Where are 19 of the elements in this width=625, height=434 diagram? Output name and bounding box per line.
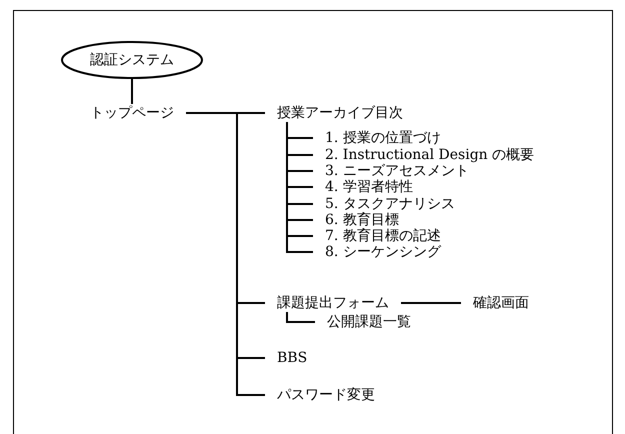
page-label: 5. タスクアナリシス [313,195,467,213]
page-label: 授業アーカイブ目次 [265,104,415,122]
page-label: 2. Instructional Design の概要 [313,146,546,164]
tree-connector [131,79,133,104]
page-label: 6. 教育目標 [313,211,411,229]
page-label: 確認画面 [461,294,541,312]
page-label: 4. 学習者特性 [313,178,425,196]
page-label: BBS [265,349,320,367]
tree-connector [286,312,315,323]
ellipse-node: 認証システム [61,41,203,79]
page-label: トップページ [78,104,186,122]
page-label: 1. 授業の位置づけ [313,129,453,147]
page-label: 7. 教育目標の記述 [313,227,453,245]
page-label: 公開課題一覧 [315,313,423,331]
page-label: 課題提出フォーム [265,294,401,312]
page-label: パスワード変更 [265,386,387,404]
tree-connector [401,302,461,304]
page-label: 8. シーケンシング [313,243,453,261]
page-label: 3. ニーズアセスメント [313,162,481,180]
